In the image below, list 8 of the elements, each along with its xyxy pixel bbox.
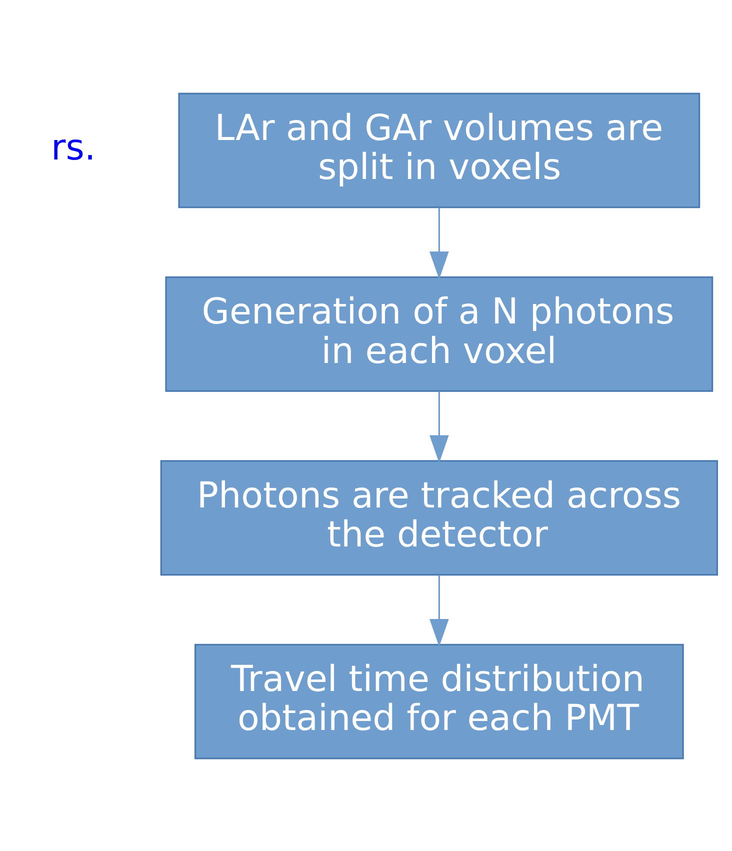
node-box: LAr and GAr volumes are split in voxels [178,92,700,208]
label: rs. [50,127,96,168]
node-box: Photons are tracked across the detector [160,460,718,576]
arrow [429,390,449,462]
node-box: Generation of a N photons in each voxel [165,276,714,392]
arrow [429,574,449,646]
node-box: Travel time distribution obtained for each PMT [194,643,684,759]
arrow [429,207,449,279]
